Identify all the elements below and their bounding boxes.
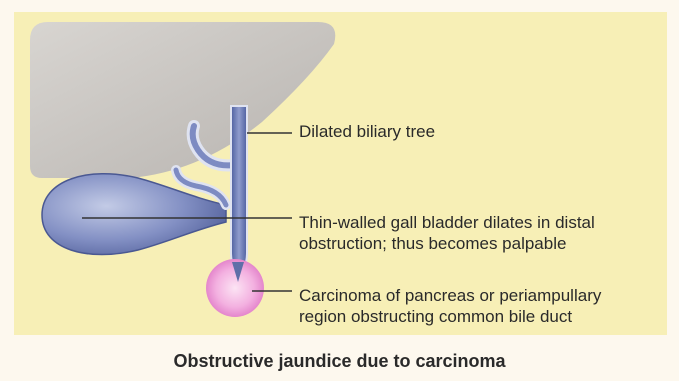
dilated-biliary-tree bbox=[231, 106, 247, 276]
label-dilated-biliary-tree: Dilated biliary tree bbox=[299, 121, 435, 142]
label-carcinoma-line1: Carcinoma of pancreas or periampullary bbox=[299, 285, 601, 306]
label-gall-bladder-line2: obstruction; thus becomes palpable bbox=[299, 233, 566, 254]
label-carcinoma-line2: region obstructing common bile duct bbox=[299, 306, 572, 327]
figure-caption: Obstructive jaundice due to carcinoma bbox=[0, 351, 679, 372]
label-gall-bladder-line1: Thin-walled gall bladder dilates in dist… bbox=[299, 212, 595, 233]
liver-shape bbox=[30, 22, 335, 178]
